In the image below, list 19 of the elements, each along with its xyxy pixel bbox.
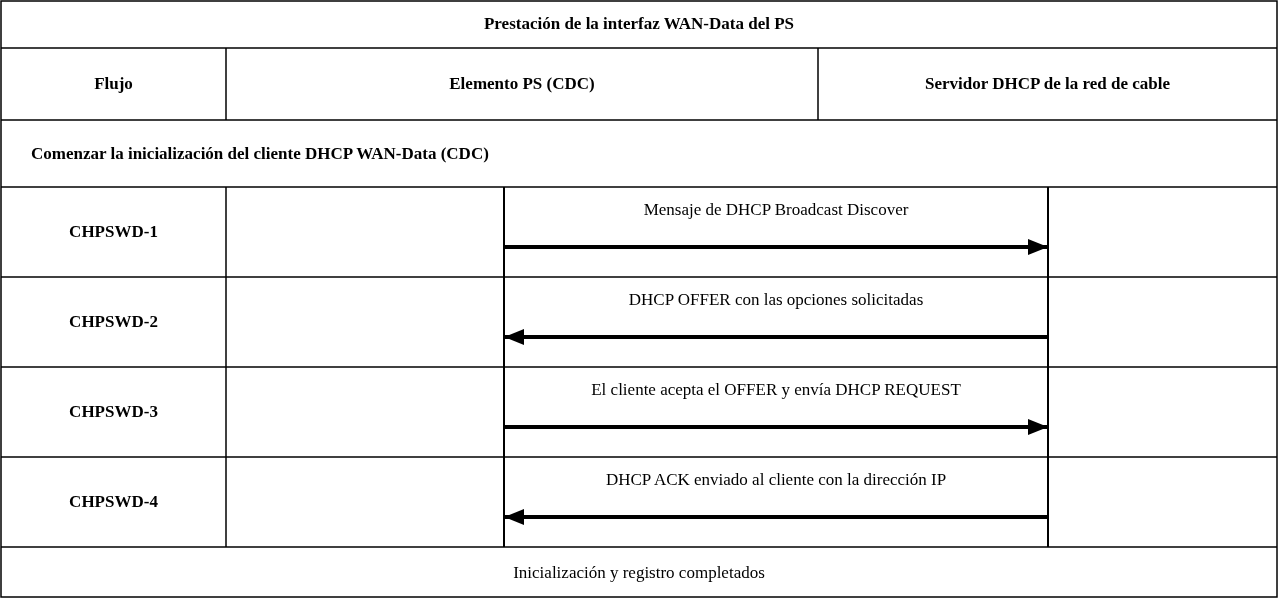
edge-label: El cliente acepta el OFFER y envía DHCP REQUEST xyxy=(591,380,961,400)
lifeline-bar xyxy=(503,187,505,547)
section-heading: Comenzar la inicialización del cliente DHCP WAN-Data (CDC) xyxy=(31,143,489,164)
column-header: Flujo xyxy=(94,74,133,94)
footer-note: Inicialización y registro completados xyxy=(513,562,765,583)
column-header: Servidor DHCP de la red de cable xyxy=(925,74,1170,94)
arrow xyxy=(505,239,1048,255)
table-title: Prestación de la interfaz WAN-Data del PS xyxy=(483,14,795,34)
lifeline-bar xyxy=(1047,187,1049,547)
arrow xyxy=(504,509,1047,525)
arrow xyxy=(504,329,1047,345)
row-label: CHPSWD-4 xyxy=(69,492,158,512)
column-header: Elemento PS (CDC) xyxy=(449,74,595,94)
row-label: CHPSWD-1 xyxy=(69,222,158,242)
row-label: CHPSWD-3 xyxy=(69,402,158,422)
edge-label: DHCP OFFER con las opciones solicitadas xyxy=(628,290,924,310)
row-label: CHPSWD-2 xyxy=(69,312,158,332)
edge-label: Mensaje de DHCP Broadcast Discover xyxy=(643,200,909,220)
arrow xyxy=(505,419,1048,435)
